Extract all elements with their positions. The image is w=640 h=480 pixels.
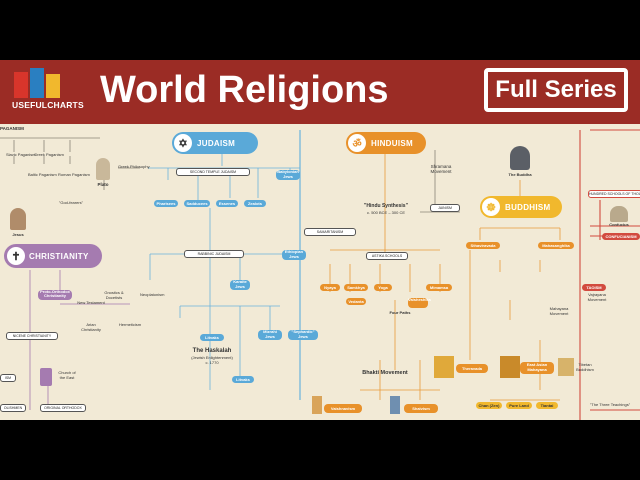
tibetan-label: Tibetan Buddhism [576,362,594,372]
chan-node: Chan (Zen) [476,402,502,409]
brand-bar-red [14,72,28,98]
header-banner: USEFULCHARTS World Religions Full Series [0,60,640,124]
sthaviravada-node: Sthaviravada [466,242,500,249]
hindu-synthesis-label: "Hindu Synthesis" [364,203,408,209]
second-temple-box: SECOND TEMPLE JUDAISM [176,168,250,176]
haskalah-label: The Haskalah [192,348,232,354]
neoplatonism-label: Neoplatonism [140,292,165,297]
theravada-node: Theravada [456,364,488,373]
plato-label: Plato [97,182,109,187]
sephardic-jews-node: "Sephardic" Jews [288,329,318,340]
shiva-thumb [390,396,400,414]
hinduism-label: HINDUISM [371,138,413,148]
hindu-synthesis-date: c. 500 BCE – 300 CE [366,210,406,215]
essenes-node: Essenes [216,200,238,207]
slavic-paganism-label: Slavic Paganism [6,152,36,157]
full-series-badge: Full Series [488,72,624,108]
confucius-label: Confucius [609,222,629,227]
shaivism-node: Shaivism [404,404,438,413]
confucius-portrait [610,206,628,222]
paganism-label: PAGANISM [0,126,24,131]
jesus-portrait [10,208,26,230]
ethiopian-jews-node: Ethiopian Jews [282,249,306,260]
theravada-thumb [434,356,454,378]
cross-icon: ✝ [7,247,25,265]
nicene-christianity-box: NICENE CHRISTIANITY [6,332,58,340]
om-icon: ॐ [348,134,366,152]
star-of-david-icon: ✡ [174,134,192,152]
buddha-figure [510,146,530,170]
buddhism-label: BUDDHISM [505,202,551,212]
nyaya-node: Nyaya [320,284,340,291]
plato-portrait [96,158,110,180]
taoism-node: TAOISM [582,284,606,291]
east-asian-thumb [500,356,520,378]
church-east-icon [40,368,52,386]
proto-orthodox-node: Proto-Orthodox Christianity [38,290,72,300]
yoga-node: Yoga [374,284,392,291]
roman-paganism-label: Roman Paganism [58,172,90,177]
astika-schools-box: ASTIKA SCHOOLS [366,252,408,260]
church-east-label: Church of the East [58,370,76,380]
vajrayana-movement-label: Vajrayana Movement [587,292,607,302]
vishnu-thumb [312,396,322,414]
mahayana-movement-label: Mahayana Movement [549,306,569,316]
baltic-paganism-label: Baltic Paganism [28,172,57,177]
jesus-label: Jesus [12,232,24,237]
greek-philosophy-label: Greek Philosophy [118,164,150,169]
east-asian-node: East Asian Mahayana [520,362,554,374]
hundred-schools-box: HUNDRED SCHOOLS OF THOUGHT [588,190,640,198]
rabbinic-judaism-box: RABBINIC JUDAISM [184,250,244,258]
sadducees-node: Sadducees [184,200,210,207]
new-testament-label: New Testament [77,300,105,305]
badge-frame: Full Series [484,68,628,112]
polishmen-box: OLISHMEN [0,404,26,412]
greek-paganism-label: Greek Paganism [34,152,64,157]
vedanta-node: Vedanta [346,298,366,305]
confucianism-node: CONFUCIANISM [602,233,640,240]
vaisheshika-node: Vaisheshika [408,297,431,308]
karaite-jews-node: Karaite Jews [230,279,250,290]
buddha-label: The Buddha [508,172,532,177]
tiantai-node: Tiantai [536,402,558,409]
shramana-label: Shramana Movement [430,164,452,174]
mimamsa-node: Mimamsa [426,284,452,291]
original-orthodox-box: ORIGINAL ORTHODOX [40,404,86,412]
haskalah-sub-label: (Jewish Enlightenment) [191,355,233,360]
arian-christianity-label: Arian Christianity [81,322,101,332]
zealots-node: Zealots [244,200,266,207]
mizrahi-jews-node: Mizrahi Jews [258,329,282,340]
litvaks-top-node: Litvaks [200,334,224,341]
brand-wordmark: USEFULCHARTS [12,100,84,110]
hermeticism-label: Hermeticism [118,322,142,327]
vaishnavism-node: Vaishnavism [324,404,362,413]
christianity-label: CHRISTIANITY [29,251,89,261]
babylonian-jews-node: Babylonian Jews [276,169,300,180]
mahasanghika-node: Mahasanghika [538,242,574,249]
three-teachings-label: "The Three Teachings" [589,402,631,407]
judaism-pill[interactable]: ✡ JUDAISM [172,132,258,154]
pharisees-node: Pharisees [154,200,178,207]
god-fearers-label: "God-fearers" [58,200,84,205]
samkhya-node: Samkhya [344,284,368,291]
litvaks-node: Litvaks [232,376,254,383]
samaritanism-box: SAMARITANISM [304,228,356,236]
brand-bar-yellow [46,74,60,98]
jainism-box: JAINISM [430,204,460,212]
tibetan-thumb [558,358,574,376]
dharma-wheel-icon: ☸ [482,198,500,216]
hinduism-pill[interactable]: ॐ HINDUISM [346,132,426,154]
four-paths-label: Four Paths [389,310,411,315]
gnostics-label: Gnostics & Docetists [104,290,124,300]
haskalah-date-label: c. 1770 [205,360,219,365]
ism-box: ISM [0,374,16,382]
christianity-pill[interactable]: ✝ CHRISTIANITY [4,244,102,268]
page-title: World Religions [100,69,389,111]
judaism-label: JUDAISM [197,138,236,148]
bhakti-movement-label: Bhakti Movement [362,370,408,376]
buddhism-pill[interactable]: ☸ BUDDHISM [480,196,562,218]
pure-land-node: Pure Land [506,402,532,409]
brand-bar-blue [30,68,44,98]
